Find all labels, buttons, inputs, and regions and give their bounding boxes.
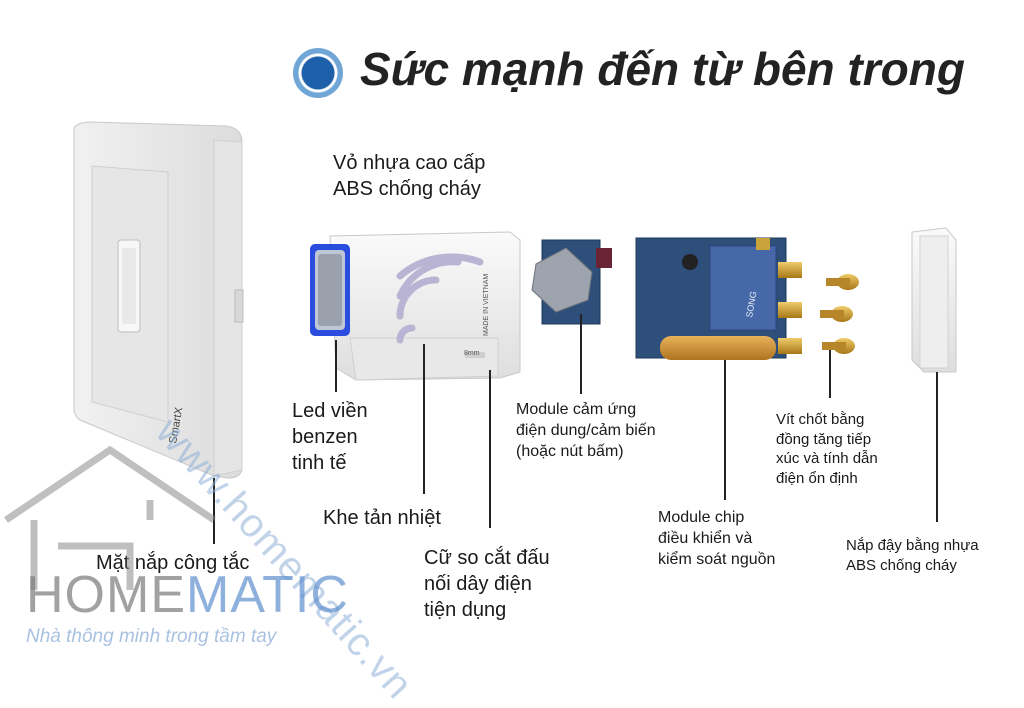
- label-vo-nhua: Vỏ nhựa cao cấp ABS chống cháy: [333, 152, 486, 200]
- page-title: Sức mạnh đến từ bên trong: [360, 43, 965, 95]
- callout-line-module-chip: [724, 360, 726, 500]
- back-cover: [911, 227, 957, 373]
- product-exploded-view: SmartX MADE IN VIETNAM 8mm SONG: [73, 121, 957, 479]
- watermark-brand-matic: MATIC: [186, 566, 349, 624]
- label-module-chip: Module chip điều khiển và kiểm soát nguồ…: [658, 509, 776, 568]
- control-pcb-module: [635, 237, 802, 360]
- callout-line-led: [335, 340, 337, 392]
- callout-line-cu-so: [489, 370, 491, 528]
- title-bullet-icon: [293, 48, 343, 98]
- made-in-mark: MADE IN VIETNAM: [483, 274, 490, 336]
- label-khe-tan-nhiet: Khe tản nhiệt: [323, 507, 441, 529]
- label-nap-day: Nắp đậy bằng nhựa ABS chống cháy: [846, 537, 979, 574]
- watermark-tagline: Nhà thông minh trong tầm tay: [26, 626, 277, 647]
- label-vit-chot: Vít chốt bằng đồng tăng tiếp xúc và tính…: [776, 411, 878, 487]
- touch-sensor-module: [531, 239, 612, 325]
- watermark-brand: HOMEMATIC: [26, 565, 349, 625]
- label-led-vien: Led viền benzen tinh tế: [292, 400, 368, 474]
- callout-line-module-cam-ung: [580, 314, 582, 394]
- watermark-brand-home: HOME: [26, 566, 186, 624]
- switch-face-plate: [73, 121, 244, 479]
- label-module-cam-ung: Module cảm ứng điện dung/cảm biến (hoặc …: [516, 401, 656, 460]
- callout-line-vit-chot: [829, 350, 831, 398]
- label-cu-so: Cữ so cắt đấu nối dây điện tiện dụng: [424, 547, 550, 621]
- callout-line-khe: [423, 344, 425, 494]
- size-mark: 8mm: [464, 350, 480, 357]
- brass-screws: [820, 274, 859, 354]
- relay-mark: SONG: [744, 290, 758, 318]
- callout-line-nap-day: [936, 372, 938, 522]
